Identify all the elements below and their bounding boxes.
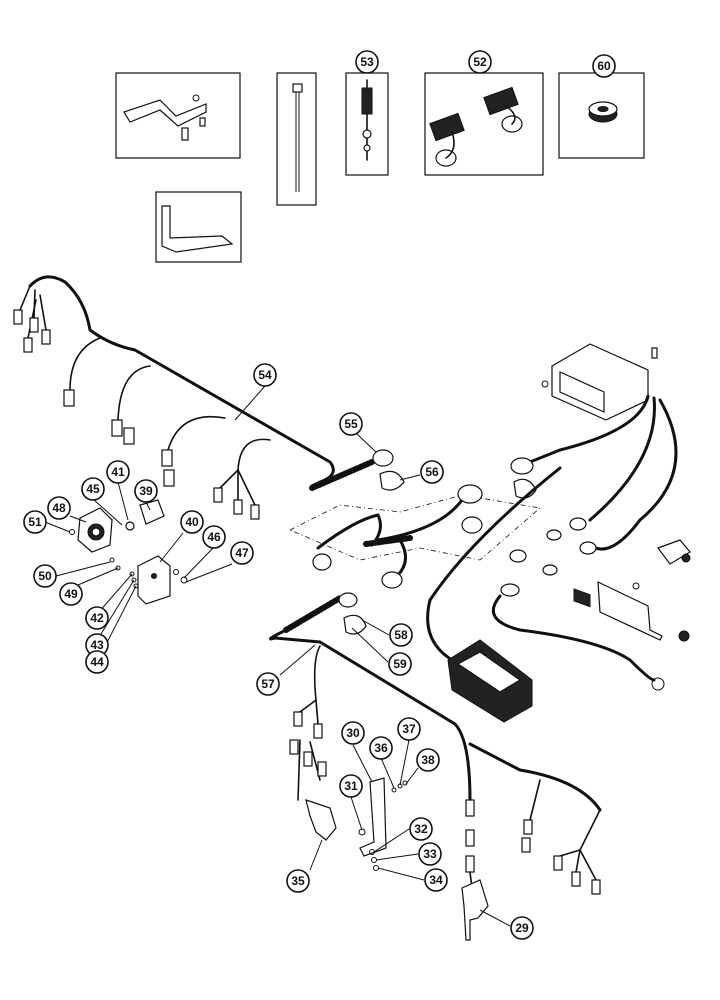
- callout-48: 48: [47, 496, 71, 520]
- svg-text:58: 58: [394, 628, 408, 642]
- callout-57: 57: [256, 672, 280, 696]
- svg-text:53: 53: [360, 55, 374, 69]
- callout-56: 56: [420, 460, 444, 484]
- svg-text:34: 34: [429, 873, 443, 887]
- svg-text:49: 49: [64, 587, 78, 601]
- monitor-unit: [541, 343, 658, 608]
- upper-harness: [13, 275, 405, 520]
- svg-text:40: 40: [185, 515, 199, 529]
- svg-text:33: 33: [423, 847, 437, 861]
- callout-59: 59: [388, 652, 412, 676]
- svg-text:56: 56: [425, 465, 439, 479]
- connector-kit-panel: [424, 72, 544, 176]
- svg-text:47: 47: [235, 546, 249, 560]
- callout-34: 34: [424, 868, 448, 892]
- callout-35: 35: [286, 869, 310, 893]
- callout-36: 36: [369, 736, 393, 760]
- svg-text:36: 36: [374, 741, 388, 755]
- callout-58: 58: [389, 623, 413, 647]
- callout-37: 37: [397, 717, 421, 741]
- svg-text:30: 30: [346, 726, 360, 740]
- svg-text:41: 41: [111, 465, 125, 479]
- callout-30: 30: [341, 721, 365, 745]
- svg-text:46: 46: [207, 530, 221, 544]
- callout-29: 29: [510, 916, 534, 940]
- svg-text:31: 31: [344, 779, 358, 793]
- callout-40: 40: [180, 510, 204, 534]
- svg-text:50: 50: [38, 569, 52, 583]
- callout-54: 54: [253, 363, 277, 387]
- callout-47: 47: [230, 541, 254, 565]
- svg-text:57: 57: [261, 677, 275, 691]
- center-harness: [312, 484, 483, 589]
- svg-text:60: 60: [597, 59, 611, 73]
- callout-49: 49: [59, 582, 83, 606]
- fuse-holder-panel: [345, 72, 389, 176]
- svg-text:29: 29: [515, 921, 529, 935]
- svg-text:44: 44: [90, 655, 104, 669]
- svg-text:37: 37: [402, 722, 416, 736]
- svg-text:54: 54: [258, 368, 272, 382]
- callout-42: 42: [85, 606, 109, 630]
- callout-46: 46: [202, 525, 226, 549]
- lower-harness: [268, 592, 602, 941]
- sensor-bracket-assembly: [69, 499, 188, 605]
- callout-44: 44: [85, 650, 109, 674]
- svg-text:43: 43: [90, 638, 104, 652]
- svg-text:35: 35: [291, 874, 305, 888]
- callout-52: 52: [468, 50, 492, 74]
- cable-tie-panel: [276, 72, 317, 206]
- callout-38: 38: [416, 748, 440, 772]
- svg-text:45: 45: [86, 482, 100, 496]
- l-bracket-panel: [155, 191, 242, 263]
- callout-39: 39: [134, 479, 158, 503]
- right-harness: [426, 394, 691, 723]
- callout-55: 55: [339, 412, 363, 436]
- callout-32: 32: [409, 817, 433, 841]
- svg-text:48: 48: [52, 501, 66, 515]
- grommet-panel: [558, 72, 645, 159]
- callout-33: 33: [418, 842, 442, 866]
- svg-text:52: 52: [473, 55, 487, 69]
- callout-60: 60: [592, 54, 616, 78]
- svg-text:32: 32: [414, 822, 428, 836]
- callout-31: 31: [339, 774, 363, 798]
- svg-text:51: 51: [28, 515, 42, 529]
- callout-53: 53: [355, 50, 379, 74]
- svg-text:59: 59: [393, 657, 407, 671]
- svg-text:39: 39: [139, 484, 153, 498]
- callout-45: 45: [81, 477, 105, 501]
- bracket-kit-panel: [115, 72, 241, 159]
- callout-41: 41: [106, 460, 130, 484]
- callout-50: 50: [33, 564, 57, 588]
- svg-text:55: 55: [344, 417, 358, 431]
- svg-text:38: 38: [421, 753, 435, 767]
- callout-51: 51: [23, 510, 47, 534]
- svg-text:42: 42: [90, 611, 104, 625]
